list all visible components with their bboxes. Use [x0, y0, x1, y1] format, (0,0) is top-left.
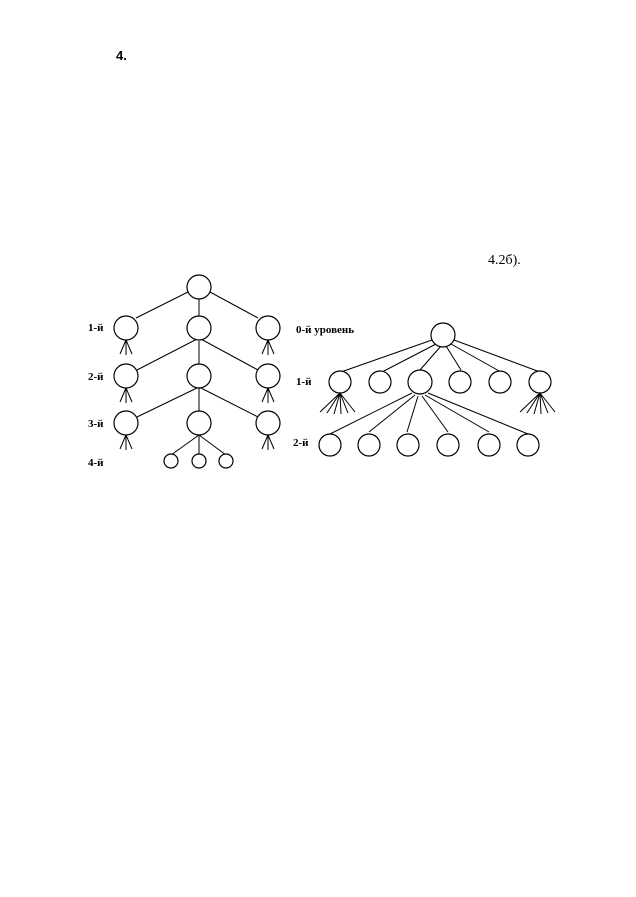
left-l2-node: [113, 363, 139, 389]
left-level-label-2: 2-й: [88, 371, 104, 383]
left-l1-node: [186, 315, 212, 341]
left-l2-node: [255, 363, 281, 389]
left-l2-node: [186, 363, 212, 389]
right-l1-node: [488, 370, 512, 394]
left-tree-edges: [119, 291, 275, 456]
left-l4-node: [163, 453, 179, 469]
right-level-label-0: 0-й уровень: [296, 324, 354, 336]
right-root-node: [430, 322, 456, 348]
left-l4-node: [218, 453, 234, 469]
right-l1-node: [328, 370, 352, 394]
left-level-label-3: 3-й: [88, 418, 104, 430]
left-l3-node: [186, 410, 212, 436]
left-level-label-4: 4-й: [88, 457, 104, 469]
right-l1-node: [368, 370, 392, 394]
right-tree-edges: [319, 339, 556, 435]
right-l1-node: [528, 370, 552, 394]
left-l1-node: [113, 315, 139, 341]
right-l2-node: [357, 433, 381, 457]
right-l2-node: [396, 433, 420, 457]
left-l1-node: [255, 315, 281, 341]
left-root-node: [186, 274, 212, 300]
right-l2-node: [318, 433, 342, 457]
page-number: 4.: [116, 48, 127, 63]
right-level-label-2: 2-й: [293, 437, 309, 449]
left-tree: 1-й 2-й 3-й 4-й: [88, 274, 281, 469]
right-tree: 0-й уровень 1-й 2-й: [293, 322, 556, 457]
right-level-label-1: 1-й: [296, 376, 312, 388]
right-l1-node: [407, 369, 433, 395]
right-l1-node: [448, 370, 472, 394]
left-l4-node: [191, 453, 207, 469]
right-l2-node: [436, 433, 460, 457]
figure-reference: 4.2б).: [488, 253, 521, 268]
right-l2-node: [477, 433, 501, 457]
left-l3-node: [255, 410, 281, 436]
left-level-label-1: 1-й: [88, 322, 104, 334]
left-l3-node: [113, 410, 139, 436]
right-l2-node: [516, 433, 540, 457]
